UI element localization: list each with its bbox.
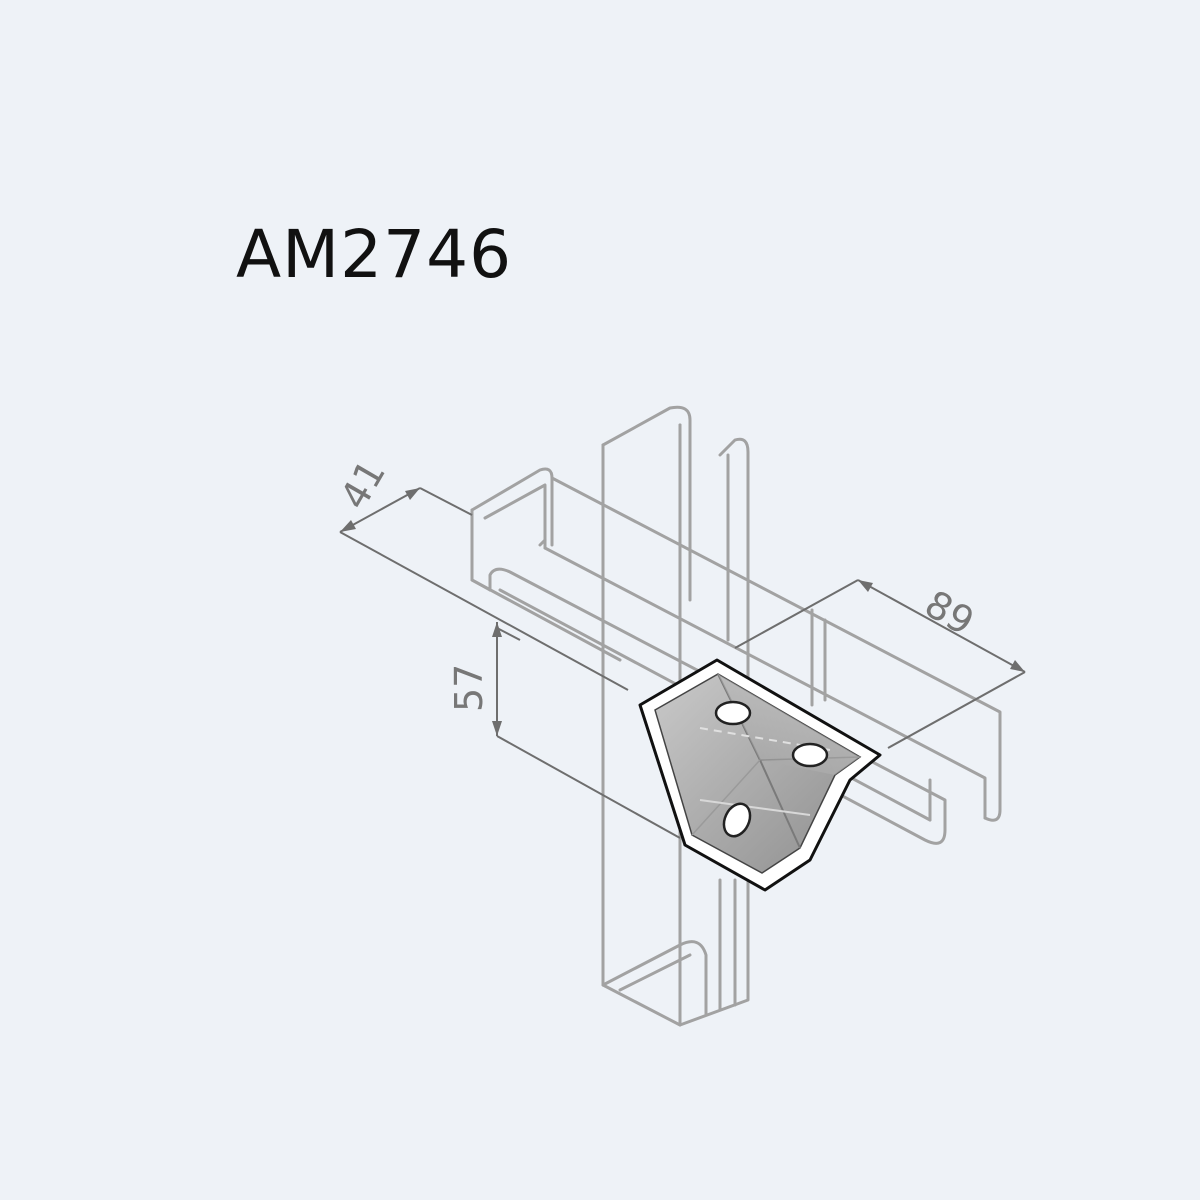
bolt-hole — [722, 802, 752, 838]
gusset-bracket — [638, 658, 882, 892]
length-label: 89 — [918, 582, 982, 644]
bolt-hole — [791, 742, 829, 768]
horizontal-channel — [470, 467, 1002, 845]
height-label: 57 — [447, 664, 491, 712]
dimension-height-57: 57 — [447, 622, 681, 839]
bolt-hole — [714, 700, 752, 726]
vertical-channel — [601, 405, 750, 1027]
product-code: AM2746 — [236, 216, 513, 293]
dimension-width-41: 41 — [332, 453, 629, 691]
